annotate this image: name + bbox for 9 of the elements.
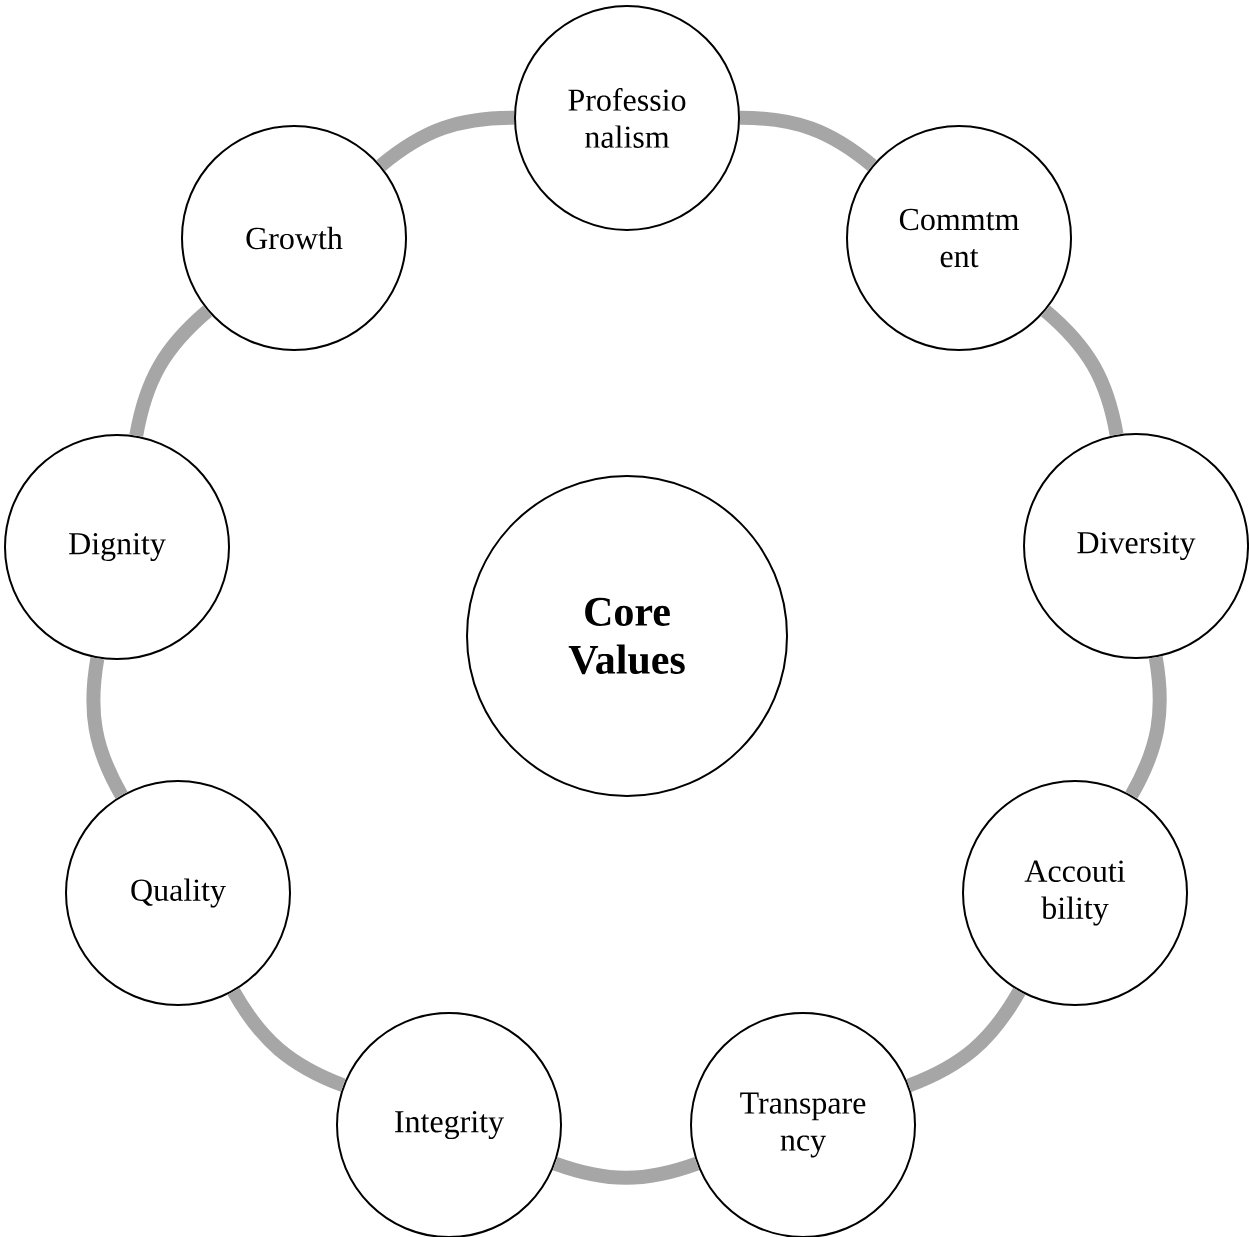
ring-segment <box>129 305 213 437</box>
ring-segment <box>376 110 515 172</box>
ring-segment <box>906 987 1026 1093</box>
ring-segment <box>1040 305 1124 437</box>
ring-segment <box>1125 656 1167 799</box>
ring-segment <box>739 110 877 171</box>
ring-segment <box>227 987 346 1092</box>
ring-segment <box>86 657 128 799</box>
ring-segment <box>552 1157 700 1185</box>
